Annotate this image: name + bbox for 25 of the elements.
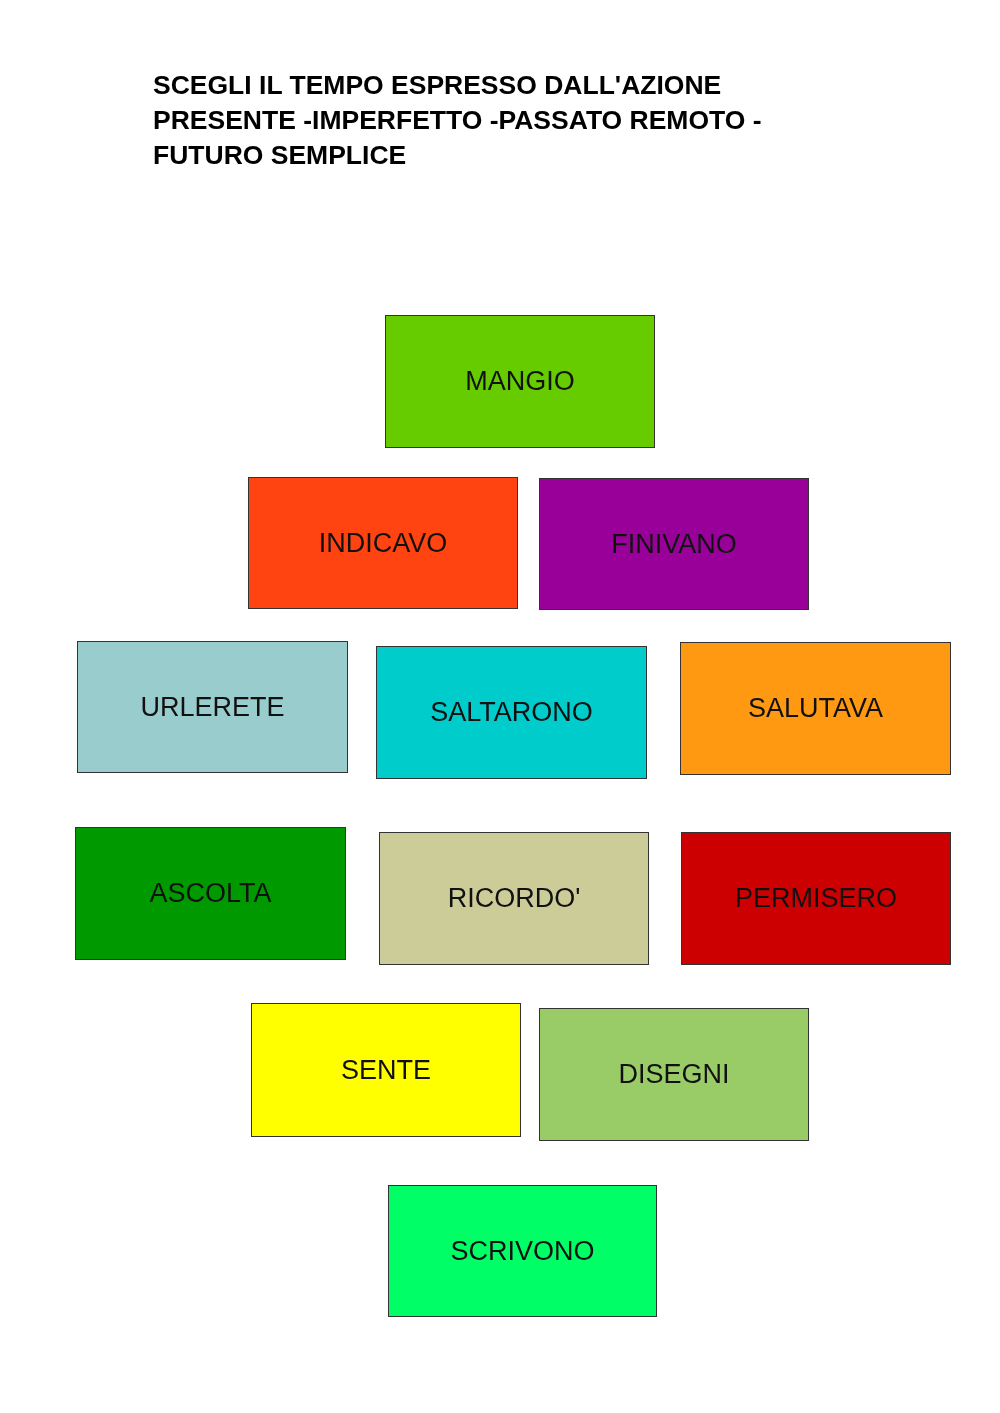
card-label: MANGIO <box>465 366 575 397</box>
word-card <box>77 641 348 773</box>
card-label: INDICAVO <box>318 527 448 559</box>
card-label: URLERETE <box>140 691 285 723</box>
word-card <box>376 646 647 779</box>
word-card <box>75 827 346 960</box>
word-card <box>539 478 809 610</box>
card-label: SENTE <box>341 1054 431 1086</box>
word-card <box>248 477 518 609</box>
card-label: PERMISERO <box>735 883 897 914</box>
card-label: SCRIVONO <box>450 1235 595 1267</box>
word-card <box>379 832 649 965</box>
word-card <box>539 1008 809 1141</box>
word-card <box>251 1003 521 1137</box>
card-label: ASCOLTA <box>149 878 272 909</box>
card-label: RICORDO' <box>447 883 581 914</box>
word-card <box>385 315 655 448</box>
word-card <box>681 832 951 965</box>
title: SCEGLI IL TEMPO ESPRESSO DALL'AZIONE PRESENTE -IMPERFETTO -PASSATO REMOTO -FUTURO SEMPLICE <box>153 69 763 172</box>
card-label: DISEGNI <box>618 1059 730 1090</box>
card-label: FINIVANO <box>611 528 737 560</box>
card-label: SALUTAVA <box>747 693 883 724</box>
word-card <box>388 1185 657 1317</box>
card-label: SALTARONO <box>430 697 593 728</box>
word-card <box>680 642 951 775</box>
